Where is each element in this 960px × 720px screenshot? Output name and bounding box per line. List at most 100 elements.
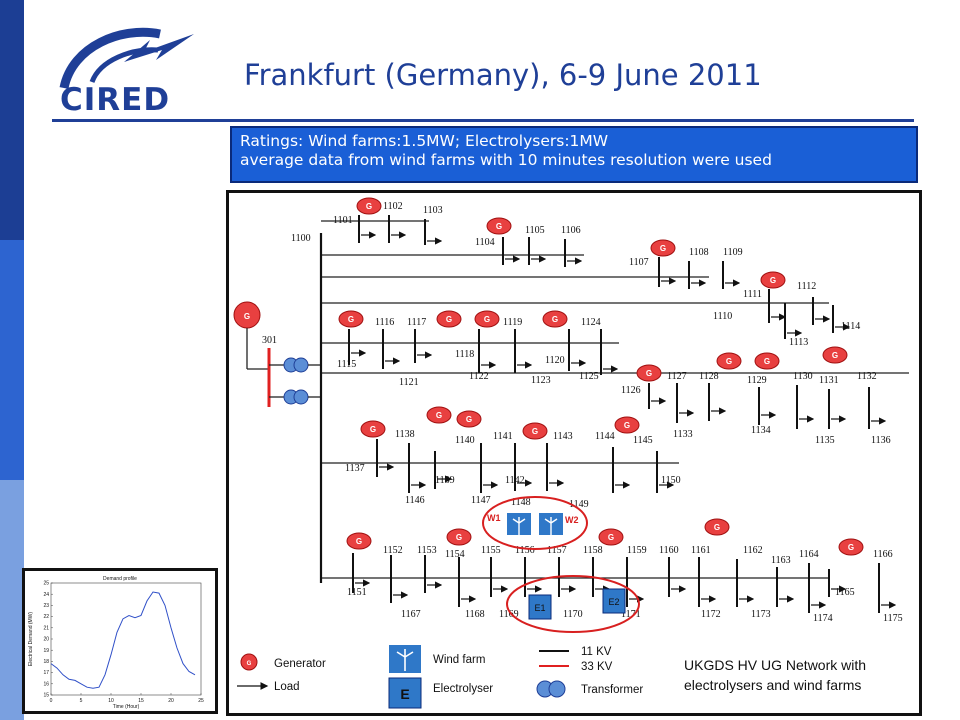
legend-electrolyser: Electrolyser [433,683,493,695]
svg-text:G: G [764,357,770,366]
legend-electrolyser-icon [388,677,422,709]
bus-label-1129: 1129 [747,375,767,386]
bus-label-1101: 1101 [333,215,353,226]
bus-label-1118: 1118 [455,349,474,360]
bus-label-1175: 1175 [883,613,903,624]
svg-text:G: G [608,533,614,542]
bus-label-1117: 1117 [407,317,426,328]
svg-text:G: G [770,276,776,285]
bus-label-1131: 1131 [819,375,839,386]
transformer-icon [283,357,309,373]
bus-label-1134: 1134 [751,425,771,436]
generator-icon: G [704,518,730,536]
bus-label-1166: 1166 [873,549,893,560]
bus-label-1126: 1126 [621,385,641,396]
demand-chart-title: Demand profile [103,576,137,582]
bus-label-1144: 1144 [595,431,615,442]
svg-text:G: G [247,661,252,667]
bus-label-1112: 1112 [797,281,816,292]
demand-y-tick-label: 15 [43,693,49,699]
bus-label-1152: 1152 [383,545,403,556]
bus-label-1104: 1104 [475,237,495,248]
bus-label-1173: 1173 [751,609,771,620]
bus-label-1114: 1114 [841,321,860,332]
generator-icon: G [822,346,848,364]
bus-label-1151: 1151 [347,587,367,598]
generator-icon: G [446,528,472,546]
bus-label-1170: 1170 [563,609,583,620]
generator-icon: G [542,310,568,328]
title-divider [52,119,914,122]
bus-label-1109: 1109 [723,247,743,258]
generator-icon: G [436,310,462,328]
bus-label-1160: 1160 [659,545,679,556]
legend-transformer: Transformer [581,684,643,696]
legend-caption-line-1: UKGDS HV UG Network with [684,657,866,673]
ratings-box: Ratings: Wind farms:1.5MW; Electrolysers… [230,126,918,183]
ratings-line-1: Ratings: Wind farms:1.5MW; Electrolysers… [240,132,609,150]
bus-label-1136: 1136 [871,435,891,446]
demand-x-tick-label: 25 [198,698,204,704]
svg-text:G: G [832,351,838,360]
bus-label-1174: 1174 [813,613,833,624]
demand-y-tick-label: 20 [43,637,49,643]
bus-label-1143: 1143 [553,431,573,442]
bus-label-1124: 1124 [581,317,601,328]
svg-text:E2: E2 [608,597,619,607]
bus-label-1125: 1125 [579,371,599,382]
bus-label-1164: 1164 [799,549,819,560]
svg-text:E1: E1 [534,603,545,613]
bus-label-1153: 1153 [417,545,437,556]
svg-text:G: G [436,411,442,420]
svg-text:G: G [624,421,630,430]
svg-text:G: G [552,315,558,324]
demand-x-label: Time (Hour) [113,704,140,710]
svg-text:G: G [660,244,666,253]
bus-label-1123: 1123 [531,375,551,386]
bus-label-1146: 1146 [405,495,425,506]
legend-generator-icon [240,653,258,671]
generator-icon: G [486,217,512,235]
generator-icon: G [338,310,364,328]
svg-text:G: G [356,537,362,546]
bus-label-1168: 1168 [465,609,485,620]
generator-icon: G [754,352,780,370]
generator-icon: G [522,422,548,440]
bus-label-1140: 1140 [455,435,475,446]
generator-icon: G [426,406,452,424]
demand-y-tick-label: 18 [43,659,49,665]
transformer-icon [283,389,309,405]
demand-y-tick-label: 23 [43,603,49,609]
demand-y-label: Electrical Demand (MW) [28,612,34,667]
logo-arc [59,27,161,90]
svg-text:G: G [484,315,490,324]
demand-x-tick-label: 5 [80,698,83,704]
svg-text:G: G [370,425,376,434]
bus-label-1163: 1163 [771,555,791,566]
bus-label-1106: 1106 [561,225,581,236]
generator-icon: G [838,538,864,556]
demand-x-tick-label: 10 [108,698,114,704]
svg-text:G: G [466,415,472,424]
generator-icon: G [598,528,624,546]
bus-label-1103: 1103 [423,205,443,216]
bus-label-1139: 1139 [435,475,455,486]
svg-text:G: G [446,315,452,324]
logo-text: CIRED [60,82,170,118]
cired-logo: CIRED [52,26,202,118]
wind-highlight [482,496,588,550]
demand-x-tick-label: 20 [168,698,174,704]
bus-label-1167: 1167 [401,609,421,620]
legend-wind-farm: Wind farm [433,654,485,666]
svg-text:E: E [400,686,409,702]
bus-label-1150: 1150 [661,475,681,486]
wind-label-w1: W1 [487,513,501,523]
page-title: Frankfurt (Germany), 6-9 June 2011 [244,58,762,92]
demand-y-tick-label: 22 [43,614,49,620]
bus-label-1122: 1122 [469,371,489,382]
wind-farm-w2 [539,513,563,535]
demand-plot-area [50,582,202,696]
generator-icon: G [716,352,742,370]
